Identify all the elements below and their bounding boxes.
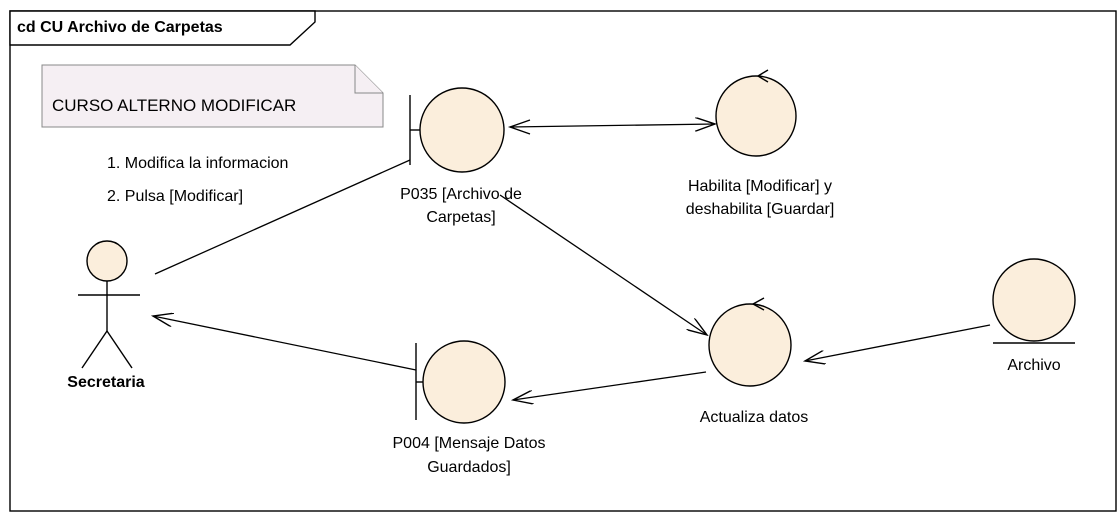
boundary-p004-label-2: Guardados] [427,459,511,476]
diagram-title: cd CU Archivo de Carpetas [17,19,223,36]
link-p035-actualiza [499,194,707,335]
note-text: CURSO ALTERNO MODIFICAR [52,96,297,115]
entity-archivo[interactable] [992,258,1076,344]
control-actualiza[interactable] [708,297,792,387]
link-archivo-actualiza [805,324,991,361]
link-p004-actor [153,316,417,371]
note-fold [354,65,383,94]
control-habilita[interactable] [715,69,797,157]
step-2: 2. Pulsa [Modificar] [107,188,244,205]
actor-secretaria[interactable] [78,240,140,369]
link-actor-p035 [154,159,411,275]
link-p035-habilita [509,124,715,127]
link-actualiza-p004 [513,371,707,400]
note-shape [41,64,384,128]
control-actualiza-label: Actualiza datos [699,409,809,426]
boundary-p035-label-2: Carpetas] [426,209,496,226]
title-tab [9,10,316,46]
boundary-p004[interactable] [415,340,506,424]
boundary-p035[interactable] [409,87,505,173]
boundary-p004-label-1: P004 [Mensaje Datos [392,435,546,452]
step-1: 1. Modifica la informacion [107,155,289,172]
arrowhead-p035 [507,119,531,135]
entity-archivo-label: Archivo [1007,357,1061,374]
actor-label: Secretaria [67,374,145,391]
boundary-p035-label-1: P035 [Archivo de [400,186,522,203]
control-habilita-label-2: deshabilita [Guardar] [685,201,835,218]
control-habilita-label-1: Habilita [Modificar] y [687,178,833,195]
